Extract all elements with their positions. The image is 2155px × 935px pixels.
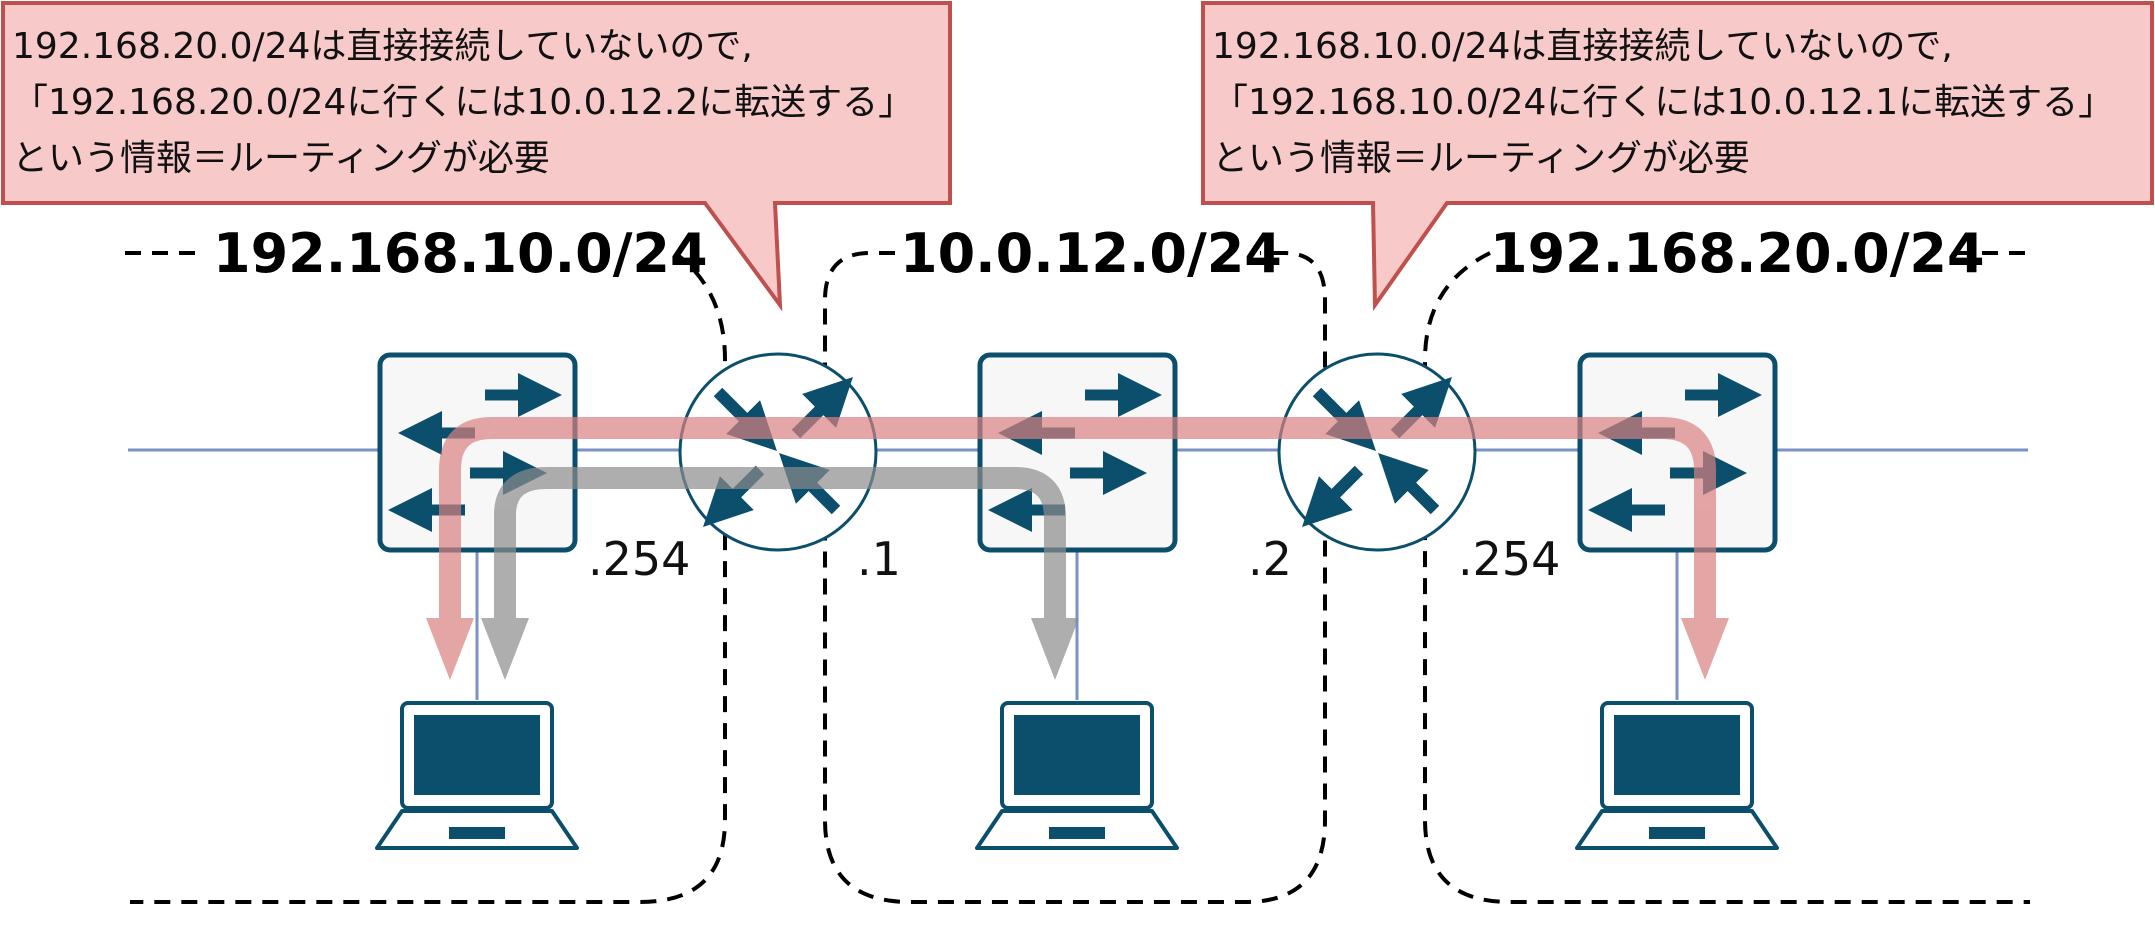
callout-right: 192.168.10.0/24は直接接続していないので, 「192.168.10… <box>1201 1 2154 312</box>
network-label-middle: 10.0.12.0/24 <box>900 222 1282 285</box>
switch-icon <box>977 352 1178 553</box>
callout-left: 192.168.20.0/24は直接接続していないので, 「192.168.20… <box>1 1 952 312</box>
address-router2-right: .254 <box>1458 532 1560 586</box>
network-label-left: 192.168.10.0/24 <box>213 222 708 285</box>
router-icon <box>678 352 878 552</box>
callout-left-line-1: 192.168.20.0/24は直接接続していないので, <box>12 26 753 67</box>
laptop-icon <box>1575 701 1779 850</box>
callout-left-line-3: という情報＝ルーティングが必要 <box>12 138 550 179</box>
switch-icon <box>377 352 578 553</box>
callout-right-line-1: 192.168.10.0/24は直接接続していないので, <box>1212 26 1953 67</box>
router-icon <box>1277 352 1477 552</box>
network-label-right: 192.168.20.0/24 <box>1490 222 1985 285</box>
callout-left-line-2: 「192.168.20.0/24に行くには10.0.12.2に転送する」 <box>12 82 914 123</box>
network-boundaries <box>125 251 2030 904</box>
laptop-icon <box>975 701 1179 850</box>
traffic-path-gray <box>481 467 1079 680</box>
callout-right-line-2: 「192.168.10.0/24に行くには10.0.12.1に転送する」 <box>1212 82 2114 123</box>
boundary-left-net <box>125 251 727 904</box>
boundary-right-net <box>1423 251 2030 904</box>
switch-icon <box>1577 352 1778 553</box>
address-router1-right: .1 <box>857 532 901 586</box>
laptop-icon <box>375 701 579 850</box>
address-router1-left: .254 <box>588 532 690 586</box>
address-router2-left: .2 <box>1248 532 1292 586</box>
traffic-path-red <box>426 417 1729 680</box>
callout-right-line-3: という情報＝ルーティングが必要 <box>1212 138 1750 179</box>
